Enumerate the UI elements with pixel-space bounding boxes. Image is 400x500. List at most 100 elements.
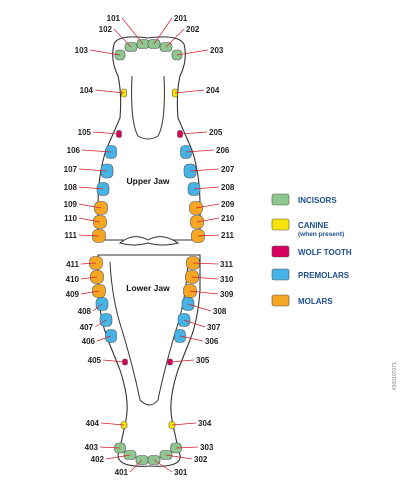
leader-line-203 [176,49,209,56]
stock-id: #100107071 [392,362,398,390]
tooth-label-406: 406 [82,337,96,346]
tooth-label-205: 205 [209,128,223,137]
tooth-label-101: 101 [107,14,121,23]
tooth-label-302: 302 [194,455,208,464]
tooth-label-106: 106 [67,146,81,155]
tooth-label-404: 404 [86,419,100,428]
leader-line-302 [165,454,193,460]
tooth-label-409: 409 [66,290,80,299]
leader-line-207 [189,168,220,172]
tooth-label-211: 211 [221,231,234,240]
leader-line-301 [153,459,173,473]
leader-line-306 [179,335,204,342]
leader-line-208 [193,186,220,190]
leader-line-205 [179,131,208,135]
tooth-label-201: 201 [174,14,188,23]
leader-line-303 [175,446,199,449]
legend-swatch-incisor [271,193,290,206]
leader-line-310 [191,276,219,280]
tooth-label-103: 103 [75,46,89,55]
leader-line-106 [81,149,112,153]
tooth-label-310: 310 [220,275,234,284]
leader-line-402 [105,454,131,460]
legend-swatch-premolar [271,268,290,281]
leader-line-101 [121,17,144,45]
palate-notch-outline [131,75,165,140]
tooth-label-308: 308 [213,307,227,316]
leader-line-104 [94,89,125,94]
leader-line-406 [96,335,112,342]
tooth-label-305: 305 [196,356,210,365]
leader-line-206 [185,149,215,153]
upper-jaw-outline [97,36,201,241]
leader-line-401 [129,459,143,473]
upper-jaw-label: Upper Jaw [127,176,170,186]
teeth-layer [89,39,205,465]
tooth-label-104: 104 [80,86,94,95]
leader-line-202 [165,28,185,48]
leader-line-405 [102,359,126,363]
leader-line-411 [80,262,97,265]
tooth-label-208: 208 [221,183,235,192]
tooth-label-303: 303 [200,443,214,452]
legend-swatch-canine [271,218,290,231]
legend-swatch-molar [271,294,290,307]
leader-line-410 [80,276,98,280]
leader-line-105 [92,131,120,135]
tooth-label-410: 410 [66,275,80,284]
leader-line-201 [153,17,173,45]
tooth-label-204: 204 [206,86,220,95]
tooth-label-202: 202 [186,25,200,34]
leader-line-407 [94,319,107,328]
tooth-label-108: 108 [64,183,78,192]
lower-jaw-outline [97,254,201,467]
tooth-label-306: 306 [205,337,219,346]
tooth-label-309: 309 [220,290,234,299]
tooth-label-110: 110 [64,214,77,223]
leader-line-311 [192,262,219,265]
leader-line-110 [78,217,101,223]
leader-line-109 [78,203,102,209]
leader-line-304 [171,422,197,426]
legend-label-incisor: INCISORS [298,196,337,205]
tooth-label-401: 401 [115,468,129,477]
leader-line-204 [174,89,205,94]
tooth-label-307: 307 [207,323,221,332]
leader-line-307 [183,319,206,328]
tooth-label-206: 206 [216,146,230,155]
legend-label-canine: CANINE [298,221,329,230]
tooth-label-207: 207 [221,165,235,174]
legend-swatch-wolf [271,245,290,258]
legend-sublabel-canine: (when present) [298,231,344,238]
tooth-label-105: 105 [78,128,92,137]
leader-lines [78,17,220,473]
tooth-number-labels: 1011021031041051061071081091101112012022… [64,14,235,477]
tooth-label-203: 203 [210,46,224,55]
leader-line-210 [196,217,220,223]
tooth-label-405: 405 [88,356,102,365]
tooth-label-304: 304 [198,419,212,428]
lower-jaw-label: Lower Jaw [126,283,170,293]
leader-line-111 [78,234,100,237]
leader-line-102 [113,28,132,48]
tooth-label-209: 209 [221,200,235,209]
leader-line-408 [92,303,103,312]
tooth-label-210: 210 [221,214,235,223]
leader-line-103 [89,49,121,56]
leader-line-211 [197,234,220,237]
tooth-label-109: 109 [64,200,78,209]
tooth-label-311: 311 [220,260,233,269]
leader-line-404 [100,422,125,426]
tooth-label-111: 111 [65,231,78,240]
leader-line-107 [78,168,108,172]
tooth-label-402: 402 [91,455,105,464]
tooth-label-301: 301 [174,468,188,477]
tooth-label-408: 408 [78,307,92,316]
leader-line-409 [80,290,100,295]
jaw-divider [118,236,180,246]
leader-line-403 [99,446,121,449]
tooth-label-411: 411 [66,260,79,269]
leader-line-309 [189,290,219,295]
